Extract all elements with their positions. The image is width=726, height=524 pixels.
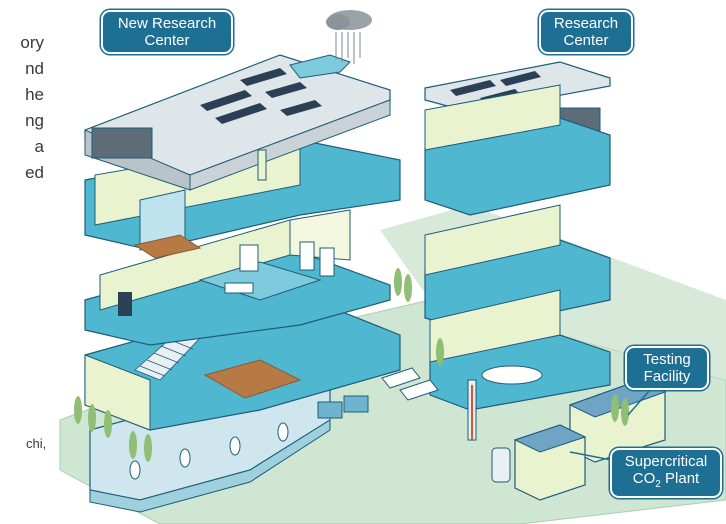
side-text-line-2: nd xyxy=(25,59,44,78)
callout-testing-facility-line-1: Testing xyxy=(643,351,691,368)
side-text-line-5: a xyxy=(34,137,44,156)
co2-plant-building xyxy=(491,424,587,501)
tree xyxy=(104,410,112,438)
callout-testing-facility-line-2: Facility xyxy=(643,368,691,385)
rain-cloud xyxy=(326,10,372,64)
solar-panel xyxy=(200,90,252,111)
tree xyxy=(436,338,444,366)
car-2 xyxy=(399,379,439,401)
tree xyxy=(129,431,137,459)
side-text-line-3: he xyxy=(25,85,44,104)
research-center-floor-3 xyxy=(424,84,611,216)
wood-deck xyxy=(133,234,202,259)
tree xyxy=(404,274,412,302)
basement-window-4 xyxy=(277,422,289,442)
tree xyxy=(74,396,82,424)
co2-subscript: 2 xyxy=(655,479,661,490)
caption-fragment: chi, xyxy=(26,436,47,451)
callout-research-center: Research Center xyxy=(539,10,633,54)
co2-tank xyxy=(491,447,511,483)
callout-testing-facility: Testing Facility xyxy=(625,346,709,390)
solar-panel xyxy=(450,80,496,96)
tree xyxy=(621,398,629,426)
solar-panel xyxy=(500,71,541,86)
tree xyxy=(144,434,152,462)
callout-new-research-center-line-1: New Research xyxy=(117,15,217,32)
rooftop-shed xyxy=(91,127,153,159)
tree xyxy=(88,404,96,432)
side-text-line-6: ed xyxy=(25,163,44,182)
leader-testing-facility xyxy=(627,389,651,416)
basement-tank-1 xyxy=(317,401,343,419)
new-rc-second-floor xyxy=(84,209,391,346)
callout-co2-plant-line-1: Supercritical xyxy=(624,453,708,470)
wall-panel-3 xyxy=(319,247,335,277)
basement-window-3 xyxy=(229,436,241,456)
rooftop-pond xyxy=(289,54,351,79)
callout-new-research-center-line-2: Center xyxy=(144,32,190,49)
tree xyxy=(394,268,402,296)
solar-panel xyxy=(240,68,287,86)
new-rc-roof xyxy=(84,54,391,191)
callout-research-center-line-1: Research xyxy=(553,15,619,32)
wood-floor-lobby xyxy=(203,359,302,399)
wall-panel-2 xyxy=(299,241,315,271)
side-text-line-1: ory xyxy=(20,33,44,52)
research-center-floor-2 xyxy=(424,204,611,331)
geothermal-pipe xyxy=(467,379,477,441)
callout-research-center-line-2: Center xyxy=(563,32,609,49)
new-rc-ground-floor xyxy=(84,294,401,431)
support-column xyxy=(257,149,267,181)
side-text-line-4: ng xyxy=(25,111,44,130)
callout-new-research-center: New Research Center xyxy=(101,10,233,54)
door-dark xyxy=(118,292,132,316)
wall-panel-1 xyxy=(239,244,259,272)
lounge-sofa xyxy=(481,365,543,385)
callout-co2-plant-line-2: CO2 Plant xyxy=(620,470,712,493)
basement-tank-2 xyxy=(343,395,369,413)
co2-suffix: Plant xyxy=(660,470,700,487)
basement-window-2 xyxy=(179,448,191,468)
solar-panel xyxy=(265,82,307,98)
tree xyxy=(611,394,619,422)
co2-prefix: CO xyxy=(632,470,656,487)
car-1 xyxy=(381,367,421,389)
solar-panel xyxy=(215,103,267,124)
solar-panel xyxy=(280,100,322,116)
callout-co2-plant: Supercritical CO2 Plant xyxy=(610,448,722,498)
meeting-table xyxy=(224,282,254,294)
basement-window-1 xyxy=(129,460,141,480)
